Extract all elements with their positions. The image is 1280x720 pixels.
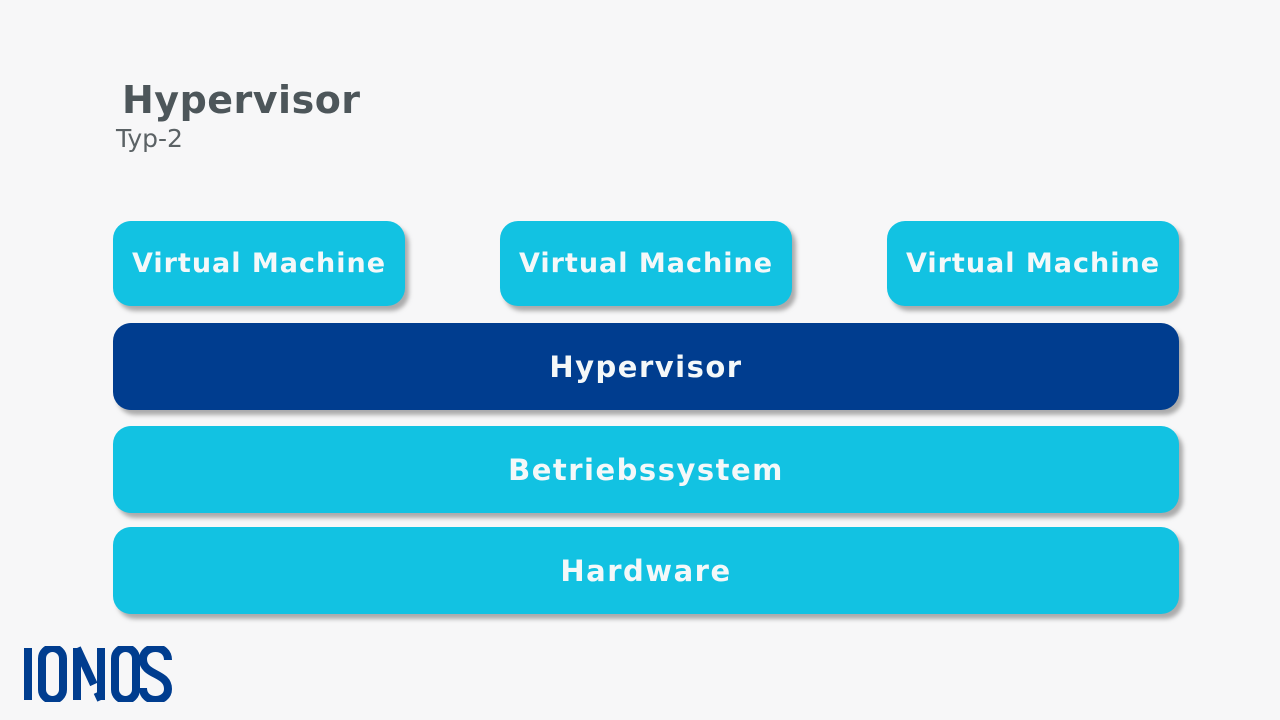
hardware-bar: Hardware — [113, 527, 1179, 614]
hypervisor-diagram: Virtual Machine Virtual Machine Virtual … — [113, 221, 1179, 615]
operating-system-bar-label: Betriebssystem — [508, 452, 784, 487]
virtual-machine-label: Virtual Machine — [518, 248, 774, 279]
virtual-machine-row: Virtual Machine Virtual Machine Virtual … — [113, 221, 1179, 306]
hardware-bar-label: Hardware — [560, 553, 732, 588]
ionos-logo: IONOS — [22, 643, 173, 705]
page-subtitle: Typ-2 — [116, 123, 183, 153]
header: Hypervisor Typ-2 — [116, 78, 361, 154]
virtual-machine-box-2: Virtual Machine — [500, 221, 792, 306]
virtual-machine-label: Virtual Machine — [131, 248, 387, 279]
virtual-machine-box-1: Virtual Machine — [113, 221, 405, 306]
virtual-machine-label: Virtual Machine — [905, 248, 1161, 279]
hypervisor-bar: Hypervisor — [113, 323, 1179, 410]
hypervisor-bar-label: Hypervisor — [549, 349, 743, 384]
operating-system-bar: Betriebssystem — [113, 426, 1179, 513]
virtual-machine-box-3: Virtual Machine — [887, 221, 1179, 306]
ionos-logo-icon — [24, 643, 173, 705]
page-title: Hypervisor — [122, 78, 361, 122]
